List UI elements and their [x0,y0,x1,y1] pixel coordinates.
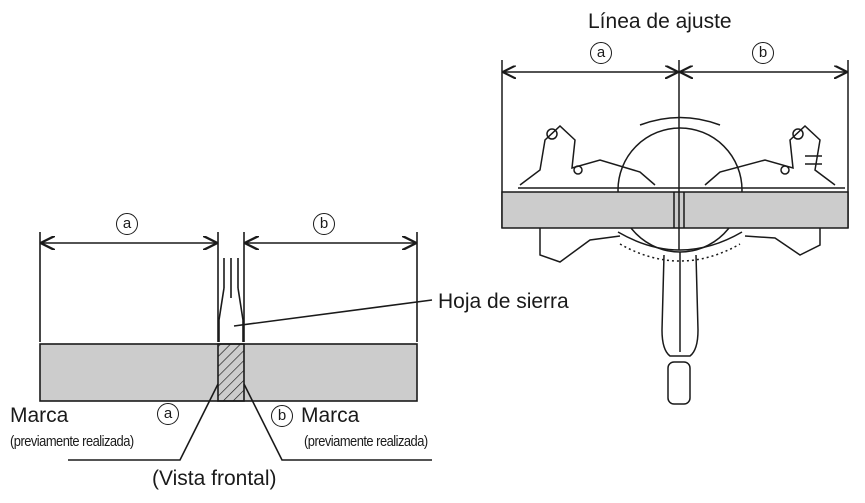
previous-right-label: (previamente realizada) [304,433,428,450]
front-view-label: (Vista frontal) [152,467,277,490]
fence-right [704,124,836,186]
front-view [39,232,433,461]
previous-left-label: (previamente realizada) [10,433,134,450]
mark-right-label: Marca [301,404,360,427]
machine-lower [539,192,821,405]
turntable [617,127,743,253]
saw-kerf [217,343,245,402]
mark-a-badge: a [157,403,179,425]
mark-b-badge: b [271,405,293,427]
dim-b-label-front: b [313,213,335,235]
mark-left-label: Marca [10,404,69,427]
dim-a-label-top: a [590,42,612,64]
saw-blade [223,258,239,298]
mark-left-leader [68,383,219,461]
adjust-line-label: Línea de ajuste [588,10,732,33]
miter-scale [617,231,743,251]
mark-right-leader [243,383,432,461]
workpiece-machine [501,191,849,229]
dim-b-label-top: b [752,42,774,64]
saw-blade-label: Hoja de sierra [438,290,569,313]
dim-a-label-front: a [116,213,138,235]
fence-left [519,124,656,186]
machine-view [501,60,849,253]
handle [661,254,699,357]
